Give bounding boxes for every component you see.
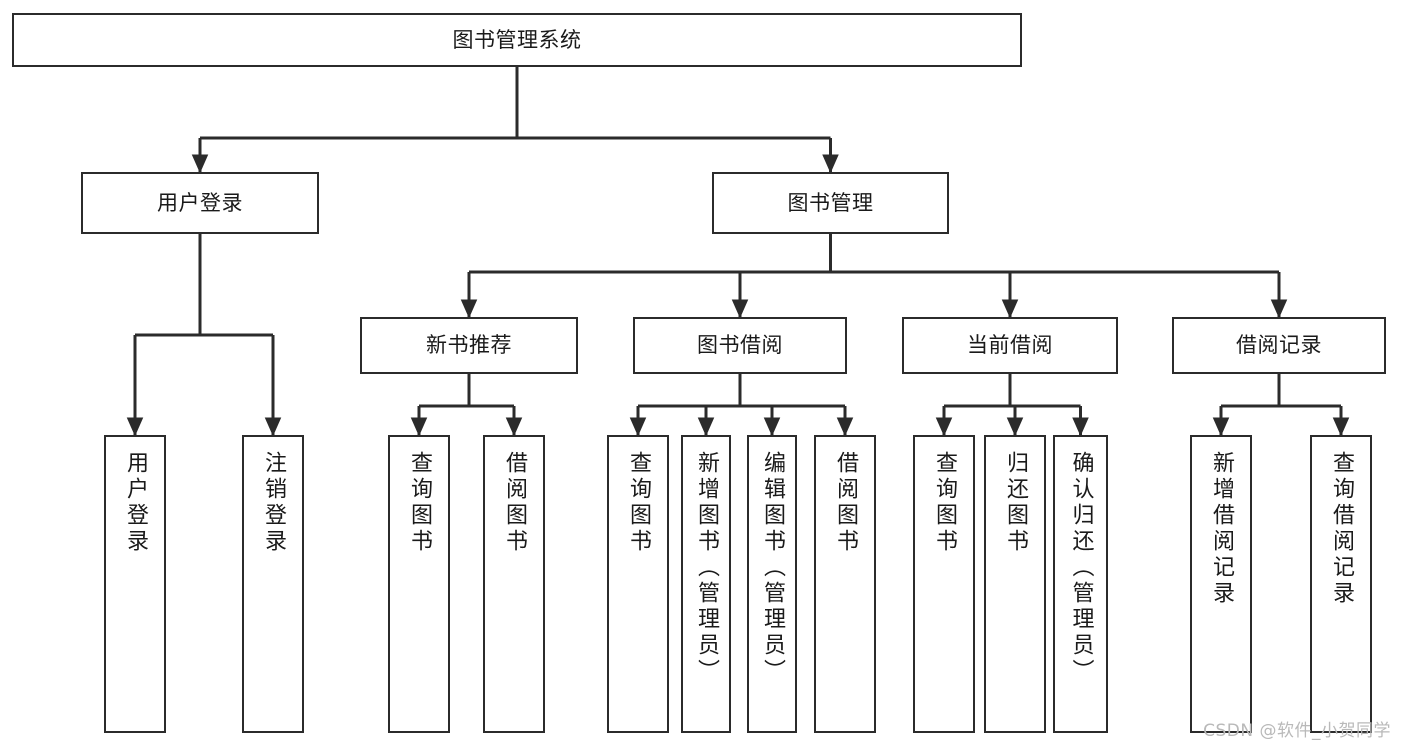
node-leaf-confirm-return-admin[interactable]: 确认归还（管理员） bbox=[1053, 435, 1108, 733]
arrow-down-icon-leaf-query-book-current bbox=[935, 417, 953, 437]
arrow-down-icon-book-borrow bbox=[731, 299, 749, 319]
arrow-down-icon-current-borrow bbox=[1001, 299, 1019, 319]
node-label-new-book-recommend: 新书推荐 bbox=[426, 333, 512, 358]
node-label-current-borrow: 当前借阅 bbox=[967, 333, 1053, 358]
node-label-leaf-borrow-book: 借阅图书 bbox=[833, 451, 858, 555]
node-label-leaf-return-book: 归还图书 bbox=[1003, 451, 1028, 555]
node-leaf-logout[interactable]: 注销登录 bbox=[242, 435, 304, 733]
node-new-book-recommend[interactable]: 新书推荐 bbox=[360, 317, 578, 374]
arrow-down-icon-leaf-borrow-book bbox=[836, 417, 854, 437]
arrow-down-icon-leaf-edit-book-admin bbox=[763, 417, 781, 437]
node-label-user-login: 用户登录 bbox=[157, 190, 243, 215]
node-label-leaf-add-book-admin: 新增图书（管理员） bbox=[694, 451, 719, 685]
arrow-down-icon-leaf-query-book-borrow bbox=[629, 417, 647, 437]
node-label-leaf-confirm-return-admin: 确认归还（管理员） bbox=[1068, 451, 1094, 685]
node-leaf-query-book-recommend[interactable]: 查询图书 bbox=[388, 435, 450, 733]
arrow-down-icon-leaf-logout bbox=[264, 417, 282, 437]
node-label-leaf-query-book-recommend: 查询图书 bbox=[407, 451, 432, 555]
node-label-leaf-edit-book-admin: 编辑图书（管理员） bbox=[760, 451, 785, 685]
node-leaf-edit-book-admin[interactable]: 编辑图书（管理员） bbox=[747, 435, 797, 733]
arrow-down-icon-leaf-confirm-return-admin bbox=[1072, 417, 1089, 437]
node-borrow-record[interactable]: 借阅记录 bbox=[1172, 317, 1386, 374]
node-leaf-query-book-current[interactable]: 查询图书 bbox=[913, 435, 975, 733]
node-book-manage[interactable]: 图书管理 bbox=[712, 172, 949, 234]
node-user-login[interactable]: 用户登录 bbox=[81, 172, 319, 234]
node-leaf-add-book-admin[interactable]: 新增图书（管理员） bbox=[681, 435, 731, 733]
arrow-down-icon-book-manage bbox=[822, 154, 839, 174]
node-label-leaf-query-book-current: 查询图书 bbox=[932, 451, 957, 555]
node-leaf-query-book-borrow[interactable]: 查询图书 bbox=[607, 435, 669, 733]
node-leaf-query-borrow-record[interactable]: 查询借阅记录 bbox=[1310, 435, 1372, 733]
node-leaf-return-book[interactable]: 归还图书 bbox=[984, 435, 1046, 733]
node-label-book-manage: 图书管理 bbox=[787, 190, 874, 215]
arrow-down-icon-borrow-record bbox=[1270, 299, 1288, 319]
node-label-leaf-query-book-borrow: 查询图书 bbox=[626, 451, 651, 555]
arrow-down-icon-new-book-recommend bbox=[460, 299, 478, 319]
watermark-text: CSDN @软件_小贺同学 bbox=[1203, 721, 1391, 741]
arrow-down-icon-leaf-add-book-admin bbox=[697, 417, 715, 437]
arrow-down-icon-leaf-query-book-recommend bbox=[410, 417, 428, 437]
node-label-leaf-logout: 注销登录 bbox=[261, 451, 286, 555]
node-label-root: 图书管理系统 bbox=[452, 27, 582, 52]
node-label-leaf-user-login: 用户登录 bbox=[123, 451, 148, 555]
node-label-leaf-query-borrow-record: 查询借阅记录 bbox=[1329, 451, 1354, 607]
node-label-leaf-borrow-book-recommend: 借阅图书 bbox=[502, 451, 527, 555]
arrow-down-icon-leaf-return-book bbox=[1006, 417, 1024, 437]
arrow-down-icon-leaf-borrow-book-recommend bbox=[505, 417, 523, 437]
node-label-leaf-add-borrow-record: 新增借阅记录 bbox=[1209, 451, 1234, 607]
arrow-down-icon-leaf-query-borrow-record bbox=[1332, 417, 1350, 437]
node-label-book-borrow: 图书借阅 bbox=[697, 333, 783, 358]
node-root[interactable]: 图书管理系统 bbox=[12, 13, 1022, 67]
arrow-down-icon-leaf-user-login bbox=[126, 417, 144, 437]
node-current-borrow[interactable]: 当前借阅 bbox=[902, 317, 1118, 374]
node-leaf-borrow-book[interactable]: 借阅图书 bbox=[814, 435, 876, 733]
node-leaf-add-borrow-record[interactable]: 新增借阅记录 bbox=[1190, 435, 1252, 733]
node-label-borrow-record: 借阅记录 bbox=[1236, 333, 1322, 358]
node-leaf-user-login[interactable]: 用户登录 bbox=[104, 435, 166, 733]
node-leaf-borrow-book-recommend[interactable]: 借阅图书 bbox=[483, 435, 545, 733]
node-book-borrow[interactable]: 图书借阅 bbox=[633, 317, 847, 374]
arrow-down-icon-leaf-add-borrow-record bbox=[1212, 417, 1230, 437]
arrow-down-icon-user-login bbox=[191, 154, 209, 174]
